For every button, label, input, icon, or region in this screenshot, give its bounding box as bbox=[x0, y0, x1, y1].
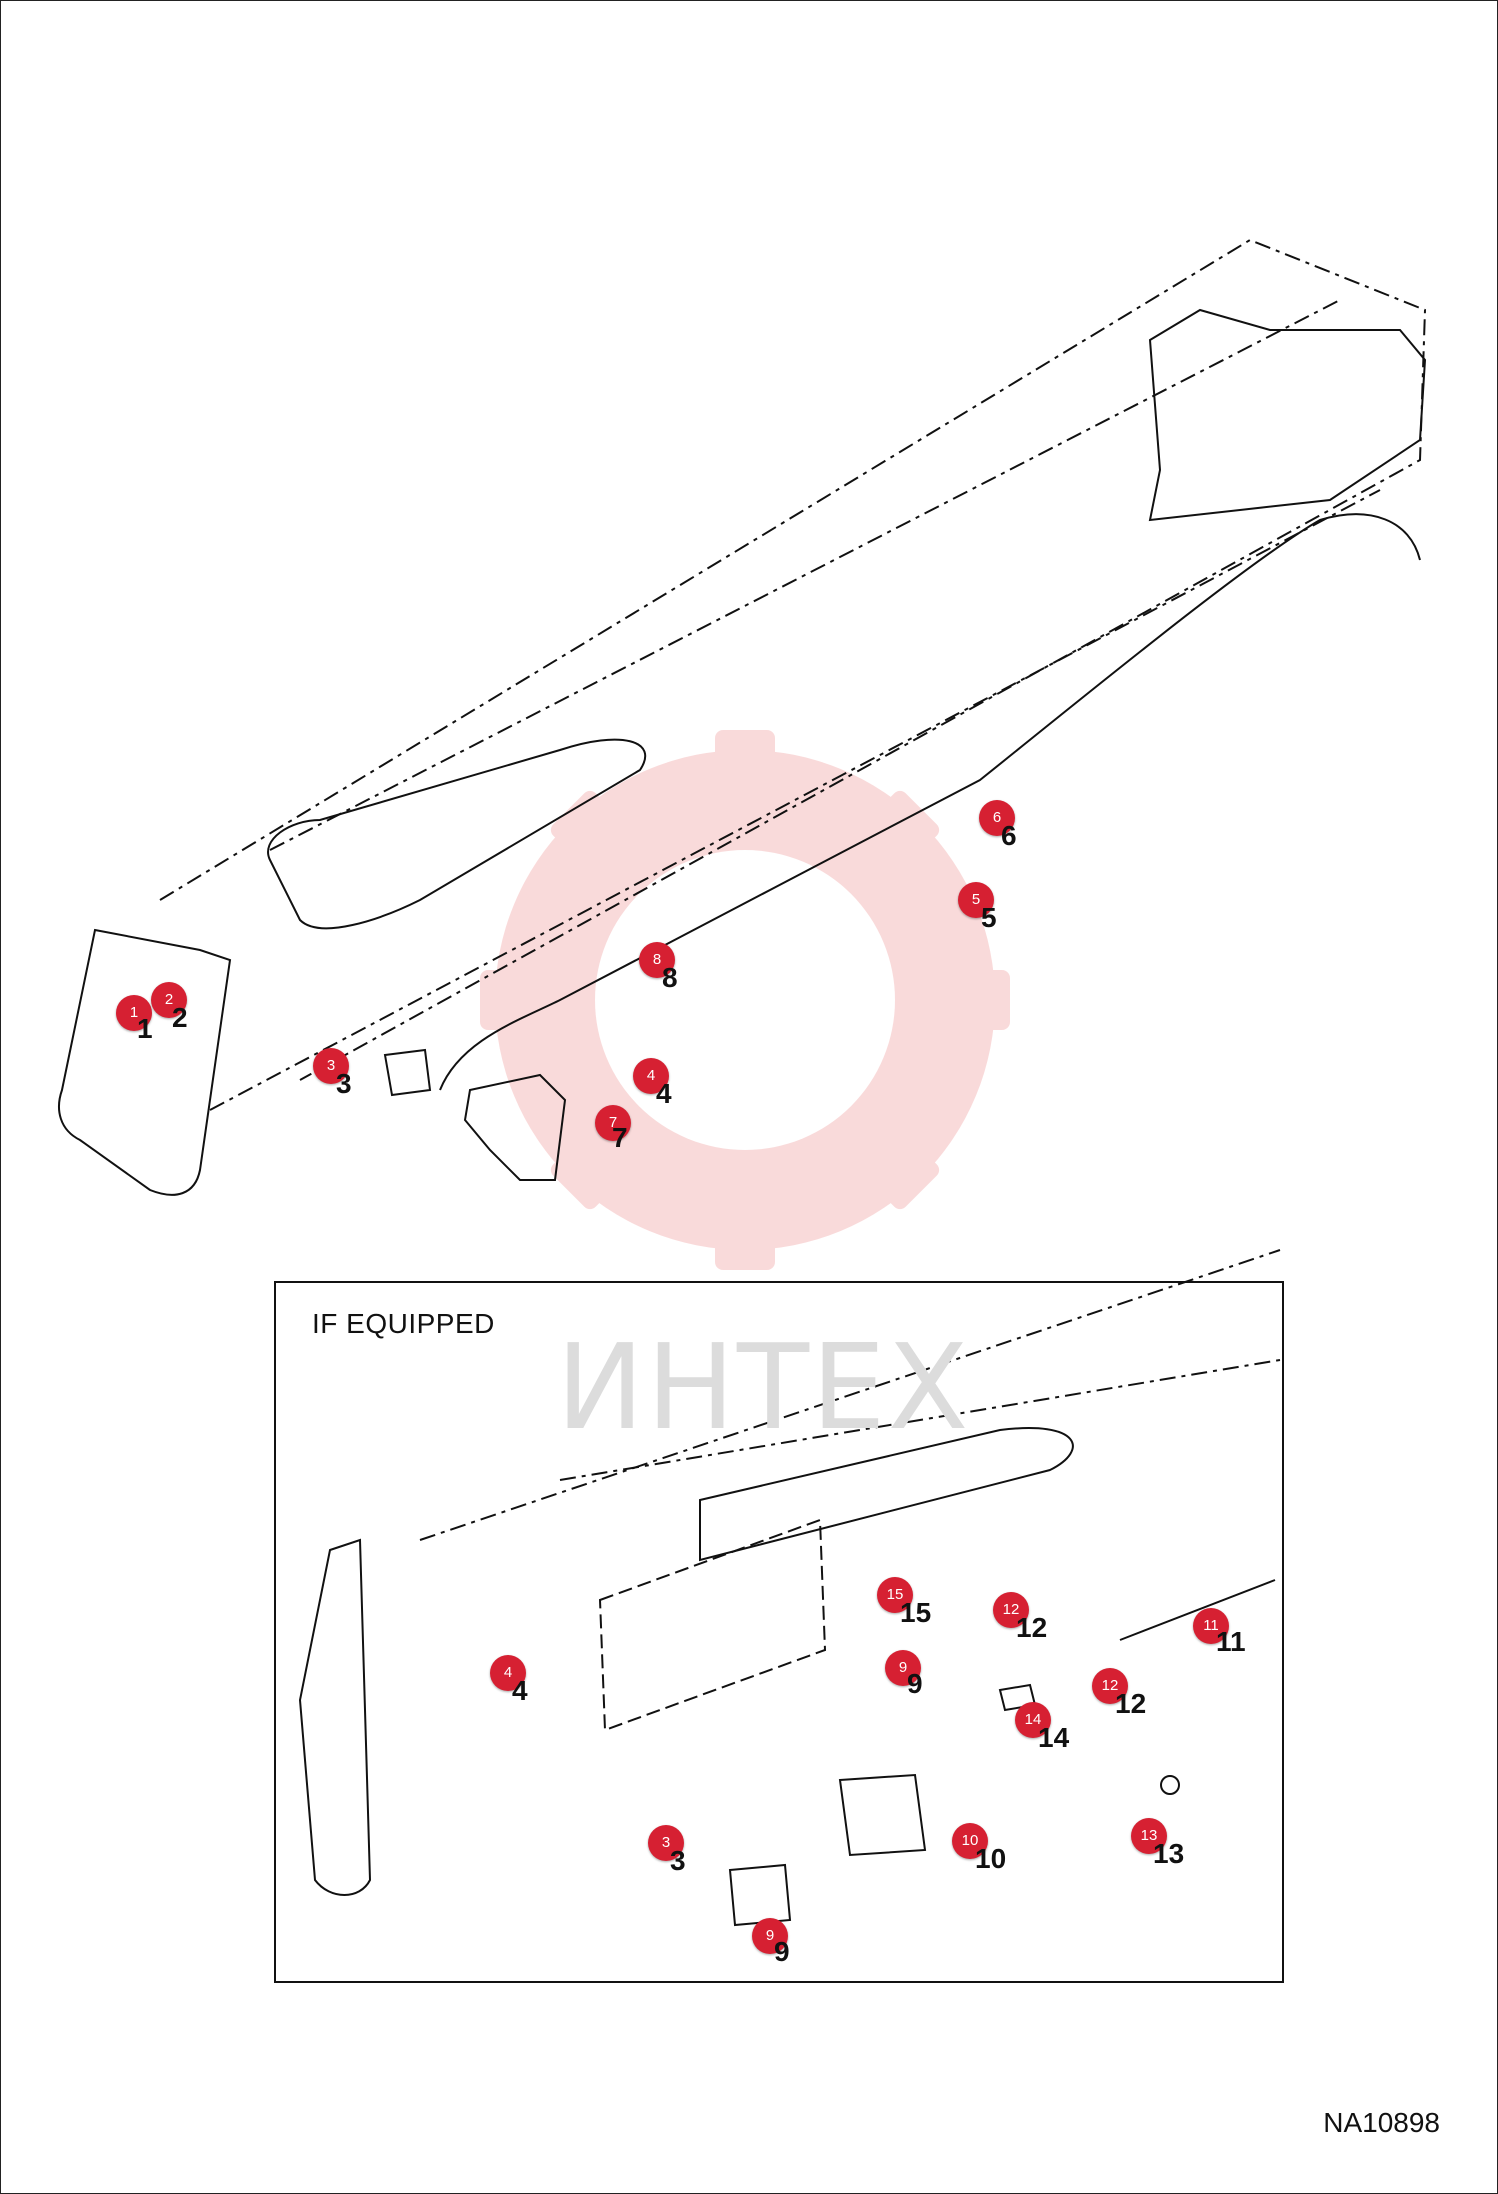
callout-main[interactable]: 7 bbox=[595, 1105, 631, 1141]
callout-inset[interactable]: 13 bbox=[1131, 1818, 1167, 1854]
part-label-inset: 15 bbox=[900, 1597, 932, 1628]
boom-mount-plate bbox=[58, 928, 232, 1196]
part-label-inset: 9 bbox=[907, 1668, 923, 1699]
pivot-end bbox=[1148, 308, 1427, 522]
part-label-main: 3 bbox=[336, 1068, 352, 1099]
callout-main[interactable]: 3 bbox=[313, 1048, 349, 1084]
callout-main[interactable]: 5 bbox=[958, 882, 994, 918]
boom-arm-drawing bbox=[159, 238, 1427, 1111]
part-label-inset: 13 bbox=[1153, 1838, 1185, 1869]
callout-inset[interactable]: 14 bbox=[1015, 1702, 1051, 1738]
watermark-text: ИНТЕХ bbox=[556, 1318, 971, 1456]
boom-slot bbox=[267, 738, 647, 930]
part-label-main: 6 bbox=[1001, 820, 1017, 851]
part-label-main: 2 bbox=[172, 1002, 188, 1033]
part-label-inset: 12 bbox=[1115, 1688, 1147, 1719]
callout-main[interactable]: 8 bbox=[639, 942, 675, 978]
part-label-main: 7 bbox=[612, 1122, 628, 1153]
callout-inset[interactable]: 15 bbox=[877, 1577, 913, 1613]
callout-main[interactable]: 1 bbox=[116, 995, 152, 1031]
callout-inset[interactable]: 10 bbox=[952, 1823, 988, 1859]
document-number: NA10898 bbox=[1323, 2107, 1440, 2138]
harness-cable bbox=[439, 513, 1421, 1091]
part-label-inset: 10 bbox=[975, 1843, 1007, 1874]
part-label-inset: 3 bbox=[670, 1845, 686, 1876]
callout-inset[interactable]: 11 bbox=[1193, 1608, 1229, 1644]
part-label-main: 5 bbox=[981, 902, 997, 933]
callout-main[interactable]: 4 bbox=[633, 1058, 669, 1094]
callout-inset[interactable]: 9 bbox=[885, 1650, 921, 1686]
part-label-main: 4 bbox=[656, 1078, 672, 1109]
callout-inset[interactable]: 3 bbox=[648, 1825, 684, 1861]
part-label-inset: 12 bbox=[1016, 1612, 1048, 1643]
part-label-inset: 9 bbox=[774, 1936, 790, 1967]
callout-inset[interactable]: 4 bbox=[490, 1655, 526, 1691]
callout-main[interactable]: 6 bbox=[979, 800, 1015, 836]
part-label-inset: 4 bbox=[512, 1675, 528, 1706]
callout-inset[interactable]: 12 bbox=[1092, 1668, 1128, 1704]
part-label-main: 8 bbox=[662, 962, 678, 993]
callout-main[interactable]: 2 bbox=[151, 982, 187, 1018]
part-label-main: 1 bbox=[137, 1013, 153, 1044]
light-guard bbox=[463, 1073, 567, 1181]
work-light bbox=[383, 1048, 432, 1097]
callout-inset[interactable]: 9 bbox=[752, 1918, 788, 1954]
callout-inset[interactable]: 12 bbox=[993, 1592, 1029, 1628]
part-label-inset: 14 bbox=[1038, 1722, 1070, 1753]
part-label-inset: 11 bbox=[1216, 1626, 1246, 1657]
inset-title: IF EQUIPPED bbox=[312, 1308, 495, 1339]
inset-boom-drawing bbox=[298, 1249, 1281, 1927]
